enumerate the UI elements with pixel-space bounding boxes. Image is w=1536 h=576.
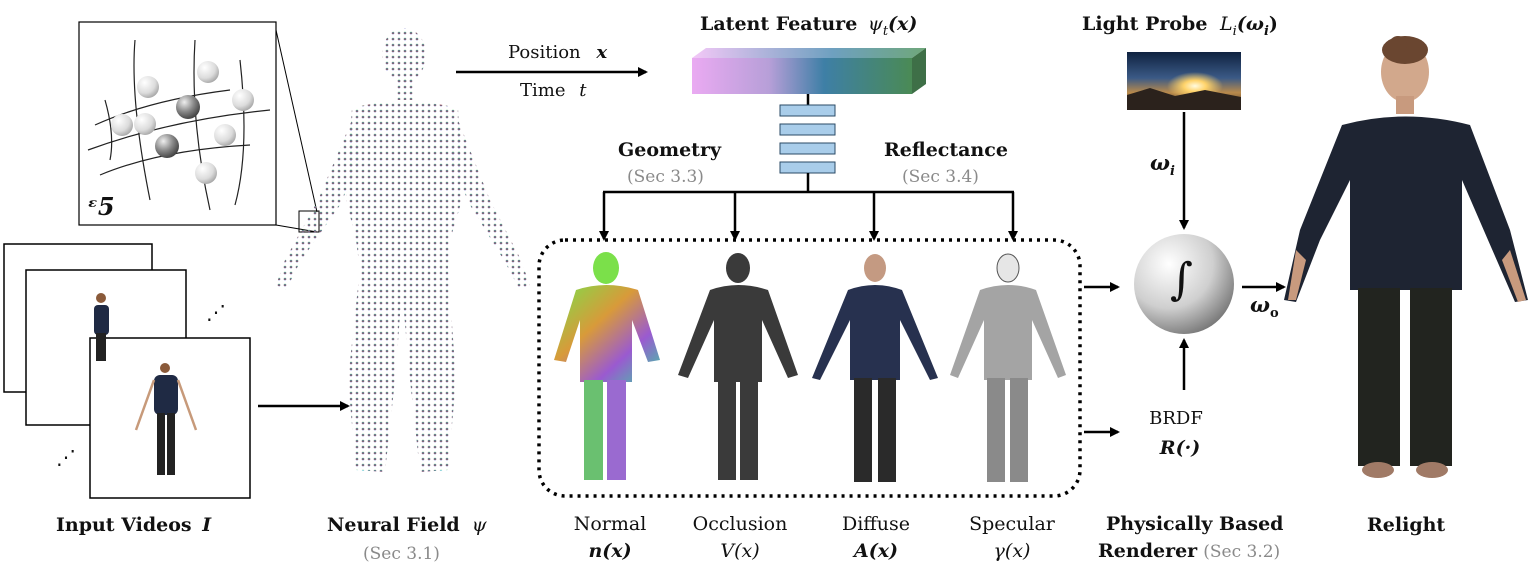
latent-psi: ψ [867,13,883,35]
light-probe-text: Light Probe [1082,13,1208,35]
position-text: Position [508,42,581,63]
renderer-title-line2: Renderer (Sec 3.2) [1098,540,1280,562]
input-videos-symbol: I [202,514,212,536]
output-specular-math: γ(x) [993,540,1031,562]
input-video-frames [3,243,251,499]
time-label: Time t [520,80,586,101]
renderer-title-line1: Physically Based [1106,513,1284,535]
reflectance-sec: (Sec 3.4) [902,167,979,187]
light-arg: (ω [1236,13,1264,35]
branch-arrows [599,192,1018,241]
output-normal-name: Normal [573,513,647,535]
time-symbol: t [579,80,587,101]
omega-in: ω [1150,150,1170,175]
position-label: Position x [508,42,607,63]
neural-field-symbol: ψ [471,514,487,536]
light-probe-title: Light Probe Li(ωi) [1082,13,1278,39]
latent-sub: t [882,23,889,39]
occlusion-figure [678,253,798,480]
neural-field-label: Neural Field ψ [327,514,487,536]
frames-ellipsis-top: ⋰ [206,300,226,324]
geometry-sec: (Sec 3.3) [627,167,704,187]
diffuse-figure [812,254,938,482]
renderer-text: Renderer [1098,540,1198,562]
output-specular-name: Specular [969,513,1055,535]
brdf-label: BRDF [1149,408,1203,429]
frames-ellipsis-bottom: ⋰ [56,445,76,469]
renderer-sec: (Sec 3.2) [1203,542,1281,562]
relight-figure [1284,36,1528,478]
output-diffuse-math: A(x) [853,540,899,562]
omega-in-label: ωi [1150,150,1175,179]
output-occlusion-name: Occlusion [692,513,788,535]
latent-arg: (x) [888,13,918,35]
zoom-inset [78,21,320,233]
normal-figure [554,252,660,480]
time-text: Time [520,80,566,101]
input-videos-text: Input Videos [56,514,192,536]
light-probe-image [1127,52,1241,110]
light-arg-close: ) [1268,13,1278,35]
zoom-symbol: ᵋ5 [88,192,115,221]
latent-feature-title: Latent Feature ψt(x) [700,13,917,39]
omega-out-sub: o [1270,306,1279,322]
light-L-sub: i [1232,23,1237,39]
geometry-label: Geometry [618,139,722,161]
integral-symbol: ∫ [1170,254,1193,305]
omega-in-sub: i [1170,164,1175,180]
position-symbol: x [596,42,608,63]
light-arg-sub: i [1263,23,1269,39]
renderer-sphere [1134,234,1234,334]
input-videos-label: Input Videos I [56,514,211,536]
relight-label: Relight [1367,514,1446,536]
output-diffuse-name: Diffuse [841,513,911,535]
latent-feature-block [692,48,926,94]
outputs-container [537,238,1082,498]
reflectance-label: Reflectance [884,139,1008,161]
mlp-layers [779,104,836,174]
neural-field-sec: (Sec 3.1) [363,544,440,564]
output-occlusion-math: V(x) [720,540,760,562]
output-normal-math: n(x) [588,540,632,562]
omega-out-label: ωo [1250,292,1279,321]
specular-figure [950,253,1066,482]
latent-feature-text: Latent Feature [700,13,858,35]
neural-field-pointcloud [276,28,530,472]
neural-field-text: Neural Field [327,514,460,536]
omega-out: ω [1250,292,1270,317]
brdf-math: R(·) [1159,437,1201,459]
light-L: L [1220,13,1233,35]
